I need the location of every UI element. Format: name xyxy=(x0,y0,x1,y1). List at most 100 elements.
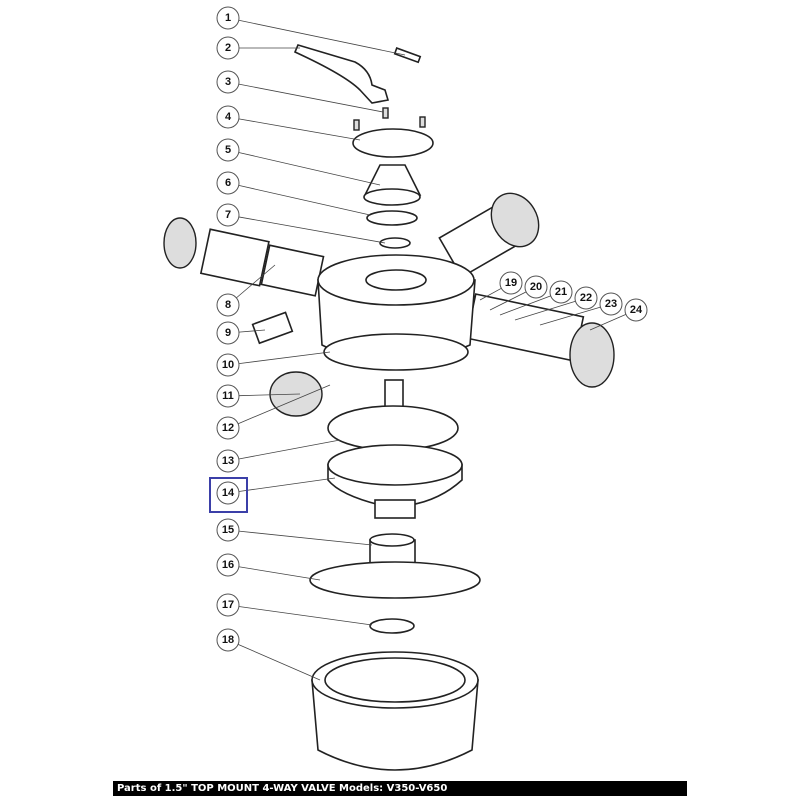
part-valve-body xyxy=(317,254,476,371)
callout-circle xyxy=(216,384,240,408)
part-left-union xyxy=(163,217,325,297)
callout-number: 18 xyxy=(222,634,234,646)
callout-2: 2 xyxy=(216,36,300,60)
part-washer xyxy=(366,210,418,226)
callout-number: 1 xyxy=(225,12,231,24)
callout-number: 11 xyxy=(222,390,234,402)
callout-number: 13 xyxy=(222,455,234,467)
callout-circle xyxy=(216,105,240,129)
callout-10: 10 xyxy=(216,351,331,377)
callout-number: 21 xyxy=(555,286,567,298)
callout-number: 12 xyxy=(222,422,234,434)
callout-circle xyxy=(574,286,598,310)
callout-13: 13 xyxy=(216,439,341,473)
leader-line xyxy=(238,530,373,546)
leader-line xyxy=(238,393,301,397)
leader-line xyxy=(539,306,601,326)
leader-line xyxy=(589,314,627,331)
callout-circle xyxy=(599,292,623,316)
callout-4: 4 xyxy=(216,105,361,141)
callout-circle xyxy=(549,280,573,304)
callout-16: 16 xyxy=(216,553,321,581)
callout-circle xyxy=(216,353,240,377)
callout-21: 21 xyxy=(499,280,573,316)
leader-line xyxy=(238,606,373,626)
callout-8: 8 xyxy=(216,264,276,317)
callout-23: 23 xyxy=(539,292,623,326)
callout-20: 20 xyxy=(489,275,548,311)
callout-circle xyxy=(216,553,240,577)
callout-circle xyxy=(216,449,240,473)
part-right-union-top xyxy=(438,192,540,279)
part-handle xyxy=(293,44,390,104)
leader-line xyxy=(238,351,331,365)
callout-circle xyxy=(216,70,240,94)
part-pin xyxy=(393,47,422,64)
callout-circle xyxy=(499,271,523,295)
callout-number: 3 xyxy=(225,76,231,88)
callout-circle xyxy=(216,171,240,195)
leader-line xyxy=(236,264,276,299)
callout-12: 12 xyxy=(216,384,331,440)
callout-number: 5 xyxy=(225,144,231,156)
callout-9: 9 xyxy=(216,321,266,345)
callout-circle xyxy=(624,298,648,322)
leader-line xyxy=(238,83,384,113)
callout-number: 19 xyxy=(505,277,517,289)
leader-line xyxy=(489,291,527,311)
callout-number: 10 xyxy=(222,359,234,371)
callout-number: 14 xyxy=(222,487,235,499)
callout-number: 2 xyxy=(225,42,231,54)
callout-circle xyxy=(216,416,240,440)
callout-circle xyxy=(216,321,240,345)
callout-3: 3 xyxy=(216,70,384,113)
callout-15: 15 xyxy=(216,518,373,546)
callout-14: 14 xyxy=(216,477,336,505)
leader-line xyxy=(479,287,502,301)
callout-6: 6 xyxy=(216,171,371,216)
callout-number: 7 xyxy=(225,209,231,221)
callout-1: 1 xyxy=(216,6,406,56)
callout-circle xyxy=(216,293,240,317)
callout-circle xyxy=(216,203,240,227)
part-right-union-bottom xyxy=(465,293,615,388)
callout-number: 4 xyxy=(225,111,232,123)
callout-number: 20 xyxy=(530,281,542,293)
callout-24: 24 xyxy=(589,298,648,331)
callout-number: 24 xyxy=(630,304,643,316)
callout-circle xyxy=(524,275,548,299)
leader-line xyxy=(237,644,321,681)
part-large-oring xyxy=(309,561,481,599)
leader-line xyxy=(238,19,406,56)
callout-5: 5 xyxy=(216,138,381,186)
callout-circle xyxy=(216,138,240,162)
leader-line xyxy=(237,384,331,425)
callout-circle xyxy=(216,36,240,60)
leader-line xyxy=(238,477,336,492)
leader-line xyxy=(238,118,361,141)
callout-19: 19 xyxy=(479,271,523,301)
callout-22: 22 xyxy=(514,286,598,321)
callout-number: 8 xyxy=(225,299,231,311)
callout-number: 22 xyxy=(580,292,592,304)
callout-number: 9 xyxy=(225,327,231,339)
leader-line xyxy=(238,329,266,333)
part-small-oring xyxy=(369,618,415,634)
callout-18: 18 xyxy=(216,628,321,681)
callout-number: 16 xyxy=(222,559,234,571)
callout-circle xyxy=(216,518,240,542)
part-drain-plug xyxy=(251,311,294,345)
part-cover-plate xyxy=(352,128,434,158)
callout-7: 7 xyxy=(216,203,386,244)
callout-number: 17 xyxy=(222,599,234,611)
leader-line xyxy=(238,566,321,581)
leader-line xyxy=(238,216,386,244)
callout-number: 6 xyxy=(225,177,231,189)
leader-line xyxy=(238,439,341,460)
callout-circle xyxy=(216,593,240,617)
leader-line xyxy=(499,295,551,316)
callout-circle xyxy=(216,6,240,30)
leader-line xyxy=(238,152,381,186)
